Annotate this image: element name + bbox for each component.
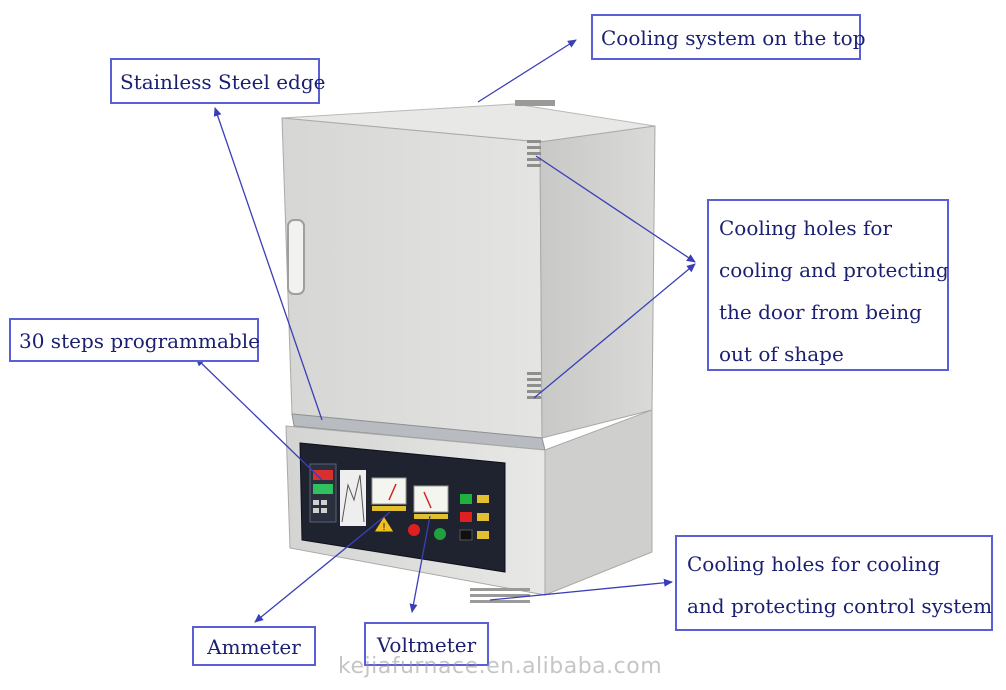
red-switch[interactable] [460,512,472,522]
callout-cooling-door-line4: out of shape [719,342,844,366]
arrow-door-vent-top [535,155,696,263]
arrow-cooling-top [477,39,577,103]
callout-voltmeter-text: Voltmeter [376,633,477,657]
temperature-controller-icon [309,463,337,523]
door-handle-icon [287,219,305,295]
arrow-door-vent-bottom [533,263,696,399]
control-panel: ! [299,442,506,573]
callout-ammeter: Ammeter [192,626,316,666]
red-stop-button[interactable] [408,524,420,536]
furnace-side-panel [527,125,656,439]
furnace-door [281,117,543,439]
black-switch[interactable] [459,529,473,541]
callout-cooling-door-line3: the door from being [719,300,922,324]
green-start-button[interactable] [434,528,446,540]
watermark: kejiafurnace.en.alibaba.com [338,654,663,679]
callout-stainless-edge-text: Stainless Steel edge [120,70,326,94]
callout-cooling-control: Cooling holes for cooling and protecting… [675,535,993,631]
callout-cooling-top: Cooling system on the top [591,14,866,60]
callout-cooling-top-text: Cooling system on the top [601,26,866,50]
arrow-control-cooling [489,578,673,601]
callout-cooling-door: Cooling holes for cooling and protecting… [707,199,949,371]
green-switch[interactable] [460,494,472,504]
side-vent-top [527,140,541,167]
warning-triangle-icon: ! [373,515,395,533]
callout-programmable: 30 steps programmable [9,318,260,362]
arrow-stainless-edge [213,107,323,421]
program-curve-label [340,470,366,526]
arrow-ammeter [254,511,391,623]
callout-stainless-edge: Stainless Steel edge [110,58,326,104]
arrow-voltmeter [409,515,431,613]
svg-text:!: ! [382,522,386,533]
voltmeter-meter [413,485,449,519]
base-vent [470,588,530,603]
callout-cooling-control-line2: and protecting control system [687,594,993,618]
callout-cooling-control-line1: Cooling holes for cooling [687,552,941,576]
callout-cooling-door-line1: Cooling holes for [719,216,892,240]
callout-voltmeter: Voltmeter [364,622,489,666]
arrow-programmable [195,357,323,481]
analog-meter-icon [371,477,407,511]
callout-ammeter-text: Ammeter [207,635,301,659]
callout-programmable-text: 30 steps programmable [19,329,260,353]
callout-cooling-door-line2: cooling and protecting [719,258,949,282]
